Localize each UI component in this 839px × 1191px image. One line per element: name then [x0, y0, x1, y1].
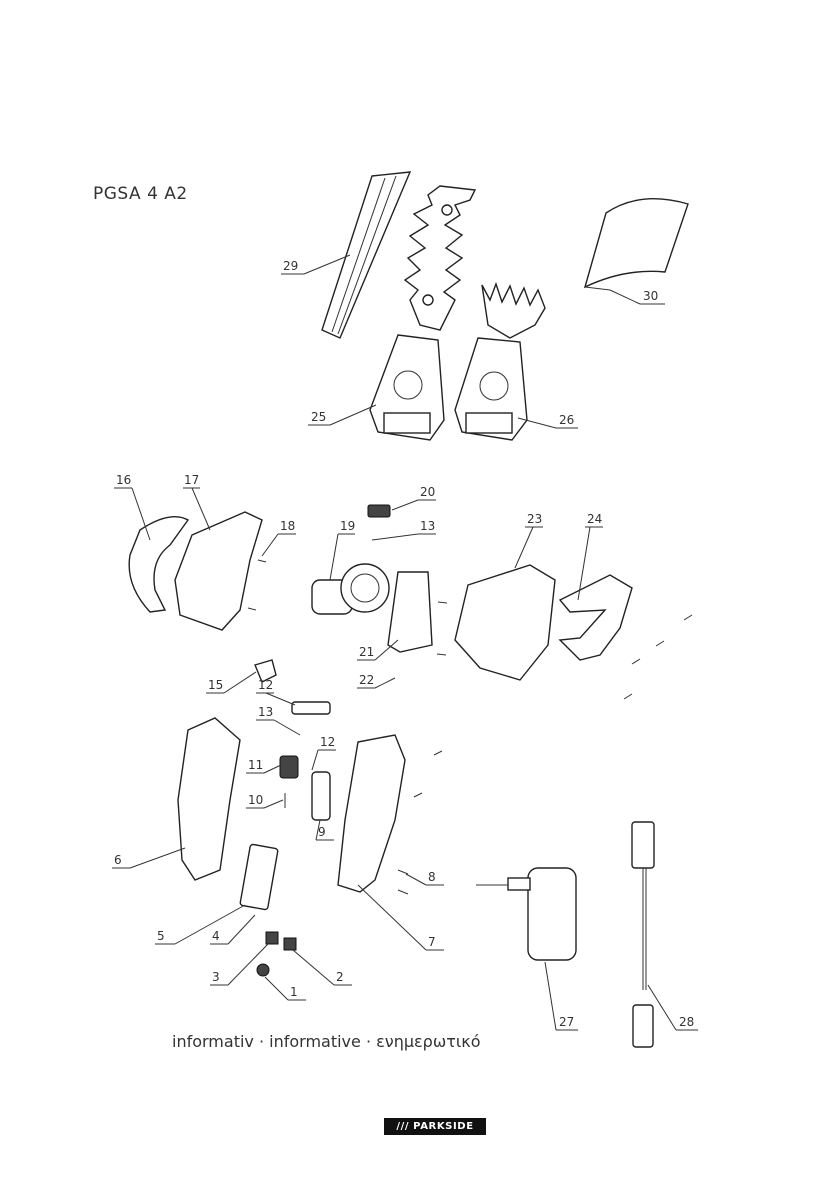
- callout-12-a: 12: [258, 678, 273, 692]
- callout-3: 3: [212, 970, 220, 984]
- callout-30: 30: [643, 289, 658, 303]
- callout-29: 29: [283, 259, 298, 273]
- part-30-guard: [585, 199, 688, 290]
- callout-21: 21: [359, 645, 374, 659]
- callout-7: 7: [428, 935, 436, 949]
- callout-25: 25: [311, 410, 326, 424]
- part-2-contact: [284, 938, 296, 950]
- callout-26: 26: [559, 413, 574, 427]
- part-21-plate: [388, 572, 432, 652]
- callout-27: 27: [559, 1015, 574, 1029]
- callout-2: 2: [336, 970, 344, 984]
- callout-8: 8: [428, 870, 436, 884]
- callout-10: 10: [248, 793, 263, 807]
- part-1-led: [257, 964, 269, 976]
- callout-4: 4: [212, 929, 220, 943]
- part-11-switch: [280, 756, 298, 778]
- callout-12-b: 12: [320, 735, 335, 749]
- part-28-usb-cable: [632, 822, 654, 1047]
- part-23-housing: [455, 565, 555, 680]
- part-26-grass-blade: [455, 284, 545, 440]
- callout-20-top: 20: [420, 485, 435, 499]
- callout-17: 17: [184, 473, 199, 487]
- callout-23: 23: [527, 512, 542, 526]
- callout-13-top: 13: [420, 519, 435, 533]
- callout-28: 28: [679, 1015, 694, 1029]
- part-5-battery: [240, 844, 278, 910]
- callout-5: 5: [157, 929, 165, 943]
- callout-24: 24: [587, 512, 602, 526]
- callout-19: 19: [340, 519, 355, 533]
- part-29-blade-cover: [322, 172, 410, 338]
- part-12-latch: [292, 702, 330, 714]
- part-24-bracket: [560, 575, 632, 660]
- callout-16: 16: [116, 473, 131, 487]
- part-7-handle: [338, 735, 405, 892]
- callout-22: 22: [359, 673, 374, 687]
- callout-15: 15: [208, 678, 223, 692]
- part-17-housing: [175, 512, 262, 630]
- callout-6: 6: [114, 853, 122, 867]
- callout-11: 11: [248, 758, 263, 772]
- callout-13-b: 13: [258, 705, 273, 719]
- part-3-contact: [266, 932, 278, 944]
- part-6-housing: [178, 718, 240, 880]
- part-19-motor: [312, 564, 389, 614]
- callout-1: 1: [290, 985, 298, 999]
- part-9-button: [312, 772, 330, 820]
- part-27-charger: [476, 868, 576, 960]
- part-20-switch: [368, 505, 390, 517]
- callout-9: 9: [318, 825, 326, 839]
- callout-18: 18: [280, 519, 295, 533]
